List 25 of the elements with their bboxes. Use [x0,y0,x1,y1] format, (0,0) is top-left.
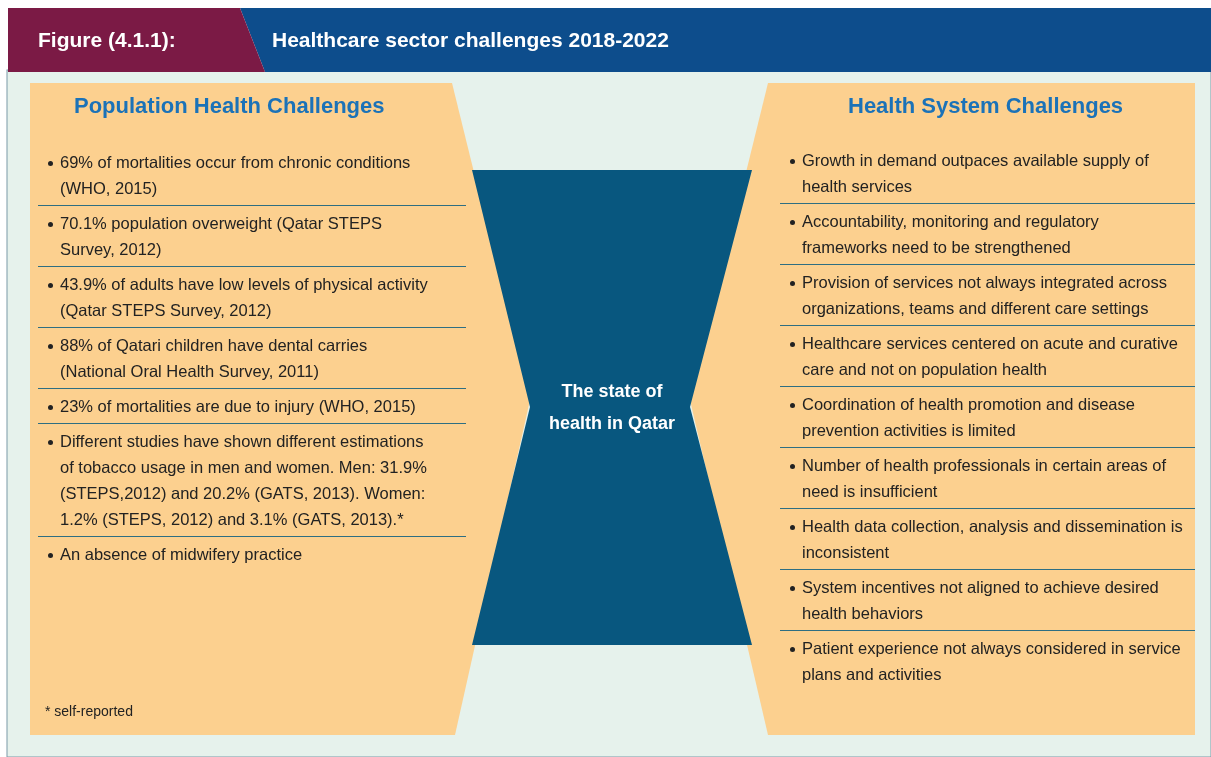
challenge-panel [690,83,1195,735]
bullet-item: Coordination of health promotion and disease prevention activities is limited [802,394,1136,441]
panel-heading: Health System Challenges [848,93,1124,119]
figure-number: Figure (4.1.1): [38,28,176,52]
center-label: The state of health in Qatar [548,380,676,435]
bullet-item: Accountability, monitoring and regulatory frameworks need to be strengthened [802,211,1100,258]
bullet-item: Healthcare services centered on acute and curative care and not on population health [802,333,1180,380]
bullet-item: Health data collection, analysis and dissemination is inconsistent [802,516,1184,563]
bullet-item: 88% of Qatari children have dental carries (National Oral Health Survey, 2011) [60,335,369,382]
bullet-item: 70.1% population overweight (Qatar STEPS Survey, 2012) [60,213,383,260]
bullet-item: 69% of mortalities occur from chronic conditions (WHO, 2015) [60,152,412,199]
footnote: * self-reported [45,703,133,719]
bullet-item: Patient experience not always considered in service plans and activities [802,638,1182,685]
challenge-panel [30,83,530,735]
bullet-item: Growth in demand outpaces available supply of health services [802,150,1150,197]
hourglass-shape [472,170,752,645]
bullet-item: Number of health professionals in certain areas of need is insufficient [802,455,1168,502]
bullet-item: An absence of midwifery practice [60,544,304,565]
bullet-item: System incentives not aligned to achieve desired health behaviors [802,577,1160,624]
bullet-item: 43.9% of adults have low levels of physical activity (Qatar STEPS Survey, 2012) [60,274,429,321]
bullet-item: 23% of mortalities are due to injury (WHO, 2015) [60,396,417,417]
panel-heading: Population Health Challenges [74,93,385,119]
bullet-item: Different studies have shown different estimations of tobacco usage in men and women. Men: 31.9% (STEPS,2012) and 20.2% (GATS, 2013). Women: 1.2% (STEPS, 2012) and 3.1% (GATS, 2013).* [60,431,428,530]
bullet-item: Provision of services not always integrated across organizations, teams and different care settings [802,272,1168,319]
figure-title: Healthcare sector challenges 2018-2022 [272,28,669,52]
